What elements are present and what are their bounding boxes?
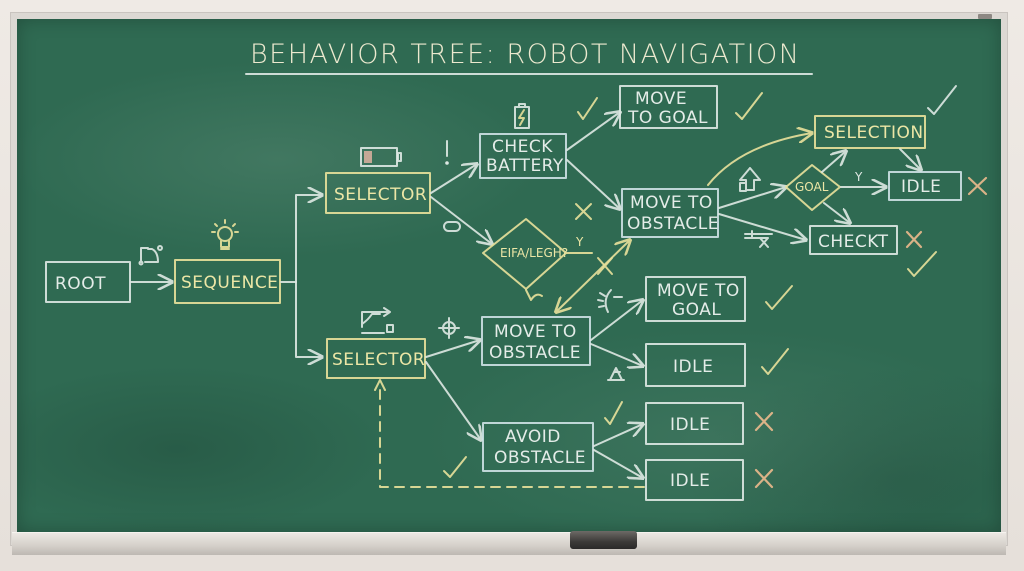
node-move-to-goal-mid-label-2: GOAL <box>672 300 721 320</box>
node-move-to-obstacle-mid-label-2: OBSTACLE <box>489 343 581 363</box>
capsule-icon <box>443 221 461 232</box>
node-goal-label: GOAL <box>795 180 829 194</box>
node-move-to-goal-top[interactable]: MOVE TO GOAL <box>619 85 718 129</box>
edge-avoid-idle-1 <box>593 424 643 447</box>
node-move-to-goal-top-label-2: TO GOAL <box>627 108 708 128</box>
lightbulb-icon <box>211 219 239 250</box>
node-decision-diamond[interactable]: EIFA/LEGH? <box>482 218 568 290</box>
node-move-to-obstacle-mid-label-1: MOVE TO <box>494 322 577 342</box>
chalk-tray <box>12 532 1006 555</box>
node-idle-low-1[interactable]: IDLE <box>645 402 744 445</box>
cross-mark-icon <box>967 176 988 196</box>
status-marks <box>443 92 937 478</box>
node-selection[interactable]: SELECTION <box>814 115 926 149</box>
node-idle-low-2[interactable]: IDLE <box>645 459 744 501</box>
node-move-to-obstacle-mid[interactable]: MOVE TO OBSTACLE <box>481 316 591 366</box>
check-mark-icon <box>735 92 763 120</box>
node-move-to-goal-mid[interactable]: MOVE TO GOAL <box>645 276 746 322</box>
node-idle-mid[interactable]: IDLE <box>645 343 746 387</box>
node-check-battery-label-1: CHECK <box>492 137 553 157</box>
check-mark-icon <box>443 456 467 478</box>
flag-icon <box>138 245 163 266</box>
gauge-icon <box>597 289 623 313</box>
frame-badge <box>978 14 992 19</box>
node-checkt-label: CHECKT <box>818 232 889 252</box>
node-checkt[interactable]: CHECKT <box>809 225 898 255</box>
check-mark-icon <box>577 97 598 120</box>
node-selector-bottom[interactable]: SELECTOR <box>326 338 426 379</box>
edge-obstacle-checkt <box>718 213 806 240</box>
up-arrow-icon <box>739 167 761 192</box>
edge-checkbattery-movetogoal <box>566 112 620 151</box>
node-avoid-obstacle-label-2: OBSTACLE <box>494 448 586 468</box>
node-move-to-goal-mid-label-1: MOVE TO <box>657 281 740 301</box>
node-idle-mid-label: IDLE <box>673 357 713 377</box>
node-move-to-obstacle-top-label-1: MOVE TO <box>630 193 713 213</box>
sensor-icon <box>744 230 773 248</box>
check-mark-icon <box>765 285 793 310</box>
edge-goal-selection <box>821 151 846 173</box>
exclamation-icon <box>445 140 449 165</box>
check-mark-icon <box>927 85 957 115</box>
node-idle-low-1-label: IDLE <box>670 415 710 435</box>
edge-dashed-feedback <box>379 384 645 488</box>
path-icon <box>361 307 394 334</box>
node-sequence-label: SEQUENCE <box>181 273 278 293</box>
check-mark-icon <box>604 401 623 425</box>
edge-goal-checkt <box>823 202 850 223</box>
edge-label-yes-1: Y <box>575 235 584 249</box>
edge-label-yes-2: Y <box>854 170 863 184</box>
node-goal-diamond[interactable]: GOAL <box>785 164 841 211</box>
edge-obstacle-goal <box>718 187 786 209</box>
node-root-label: ROOT <box>55 274 106 294</box>
node-selector-bottom-label: SELECTOR <box>332 350 425 370</box>
battery-charging-icon <box>514 103 530 129</box>
node-avoid-obstacle[interactable]: AVOID OBSTACLE <box>482 422 594 472</box>
node-selector-top[interactable]: SELECTOR <box>325 172 431 214</box>
battery-low-icon <box>360 147 402 167</box>
node-idle-right-label: IDLE <box>901 177 941 197</box>
node-move-to-obstacle-top[interactable]: MOVE TO OBSTACLE <box>621 188 719 238</box>
cross-mark-icon <box>754 411 774 432</box>
edge-avoid-idle-2 <box>593 449 643 478</box>
edge-movetoobstacle-movetogoal <box>590 300 643 341</box>
edge-dashed-arrowhead <box>374 379 386 391</box>
edge-selection-idle <box>899 148 921 170</box>
eraser[interactable] <box>570 531 637 549</box>
cross-mark-icon <box>575 203 592 220</box>
node-check-battery[interactable]: CHECK BATTERY <box>479 133 567 179</box>
cross-mark-icon <box>597 257 613 275</box>
node-move-to-obstacle-top-label-2: OBSTACLE <box>627 214 719 234</box>
node-check-battery-label-2: BATTERY <box>486 156 564 176</box>
node-root[interactable]: ROOT <box>45 261 131 303</box>
node-move-to-goal-top-label-1: MOVE <box>635 89 687 109</box>
node-sequence[interactable]: SEQUENCE <box>174 259 281 304</box>
node-selector-top-label: SELECTOR <box>334 185 427 205</box>
node-idle-low-2-label: IDLE <box>670 471 710 491</box>
diagram-title: BEHAVIOR TREE: ROBOT NAVIGATION <box>250 39 800 70</box>
edge-feedback-up <box>556 240 630 312</box>
cross-mark-icon <box>754 468 774 489</box>
node-avoid-obstacle-label-1: AVOID <box>505 427 561 447</box>
edge-sequence-selector-top <box>280 195 322 283</box>
edge-selector-diamond <box>430 196 492 244</box>
edge-movetoobstacle-idle <box>590 343 643 366</box>
tripod-icon <box>607 367 625 381</box>
crosshair-icon <box>438 317 460 339</box>
edge-sequence-selector-bottom <box>295 281 322 357</box>
edge-checkbattery-movetoobstacle <box>566 159 620 209</box>
chalkboard <box>17 19 1001 532</box>
edge-diamond-no <box>525 289 543 301</box>
check-mark-icon <box>761 348 789 375</box>
check-mark-icon <box>907 251 937 277</box>
node-decision-label: EIFA/LEGH? <box>500 246 568 260</box>
edge-selector-checkbattery <box>430 164 477 194</box>
edge-selector-avoidobstacle <box>425 361 481 440</box>
node-idle-right[interactable]: IDLE <box>888 171 962 201</box>
edge-obstacle-selection <box>707 133 812 186</box>
cross-mark-icon <box>905 230 923 249</box>
edge-selector-movetoobstacle <box>425 340 480 358</box>
node-selection-label: SELECTION <box>824 123 924 143</box>
